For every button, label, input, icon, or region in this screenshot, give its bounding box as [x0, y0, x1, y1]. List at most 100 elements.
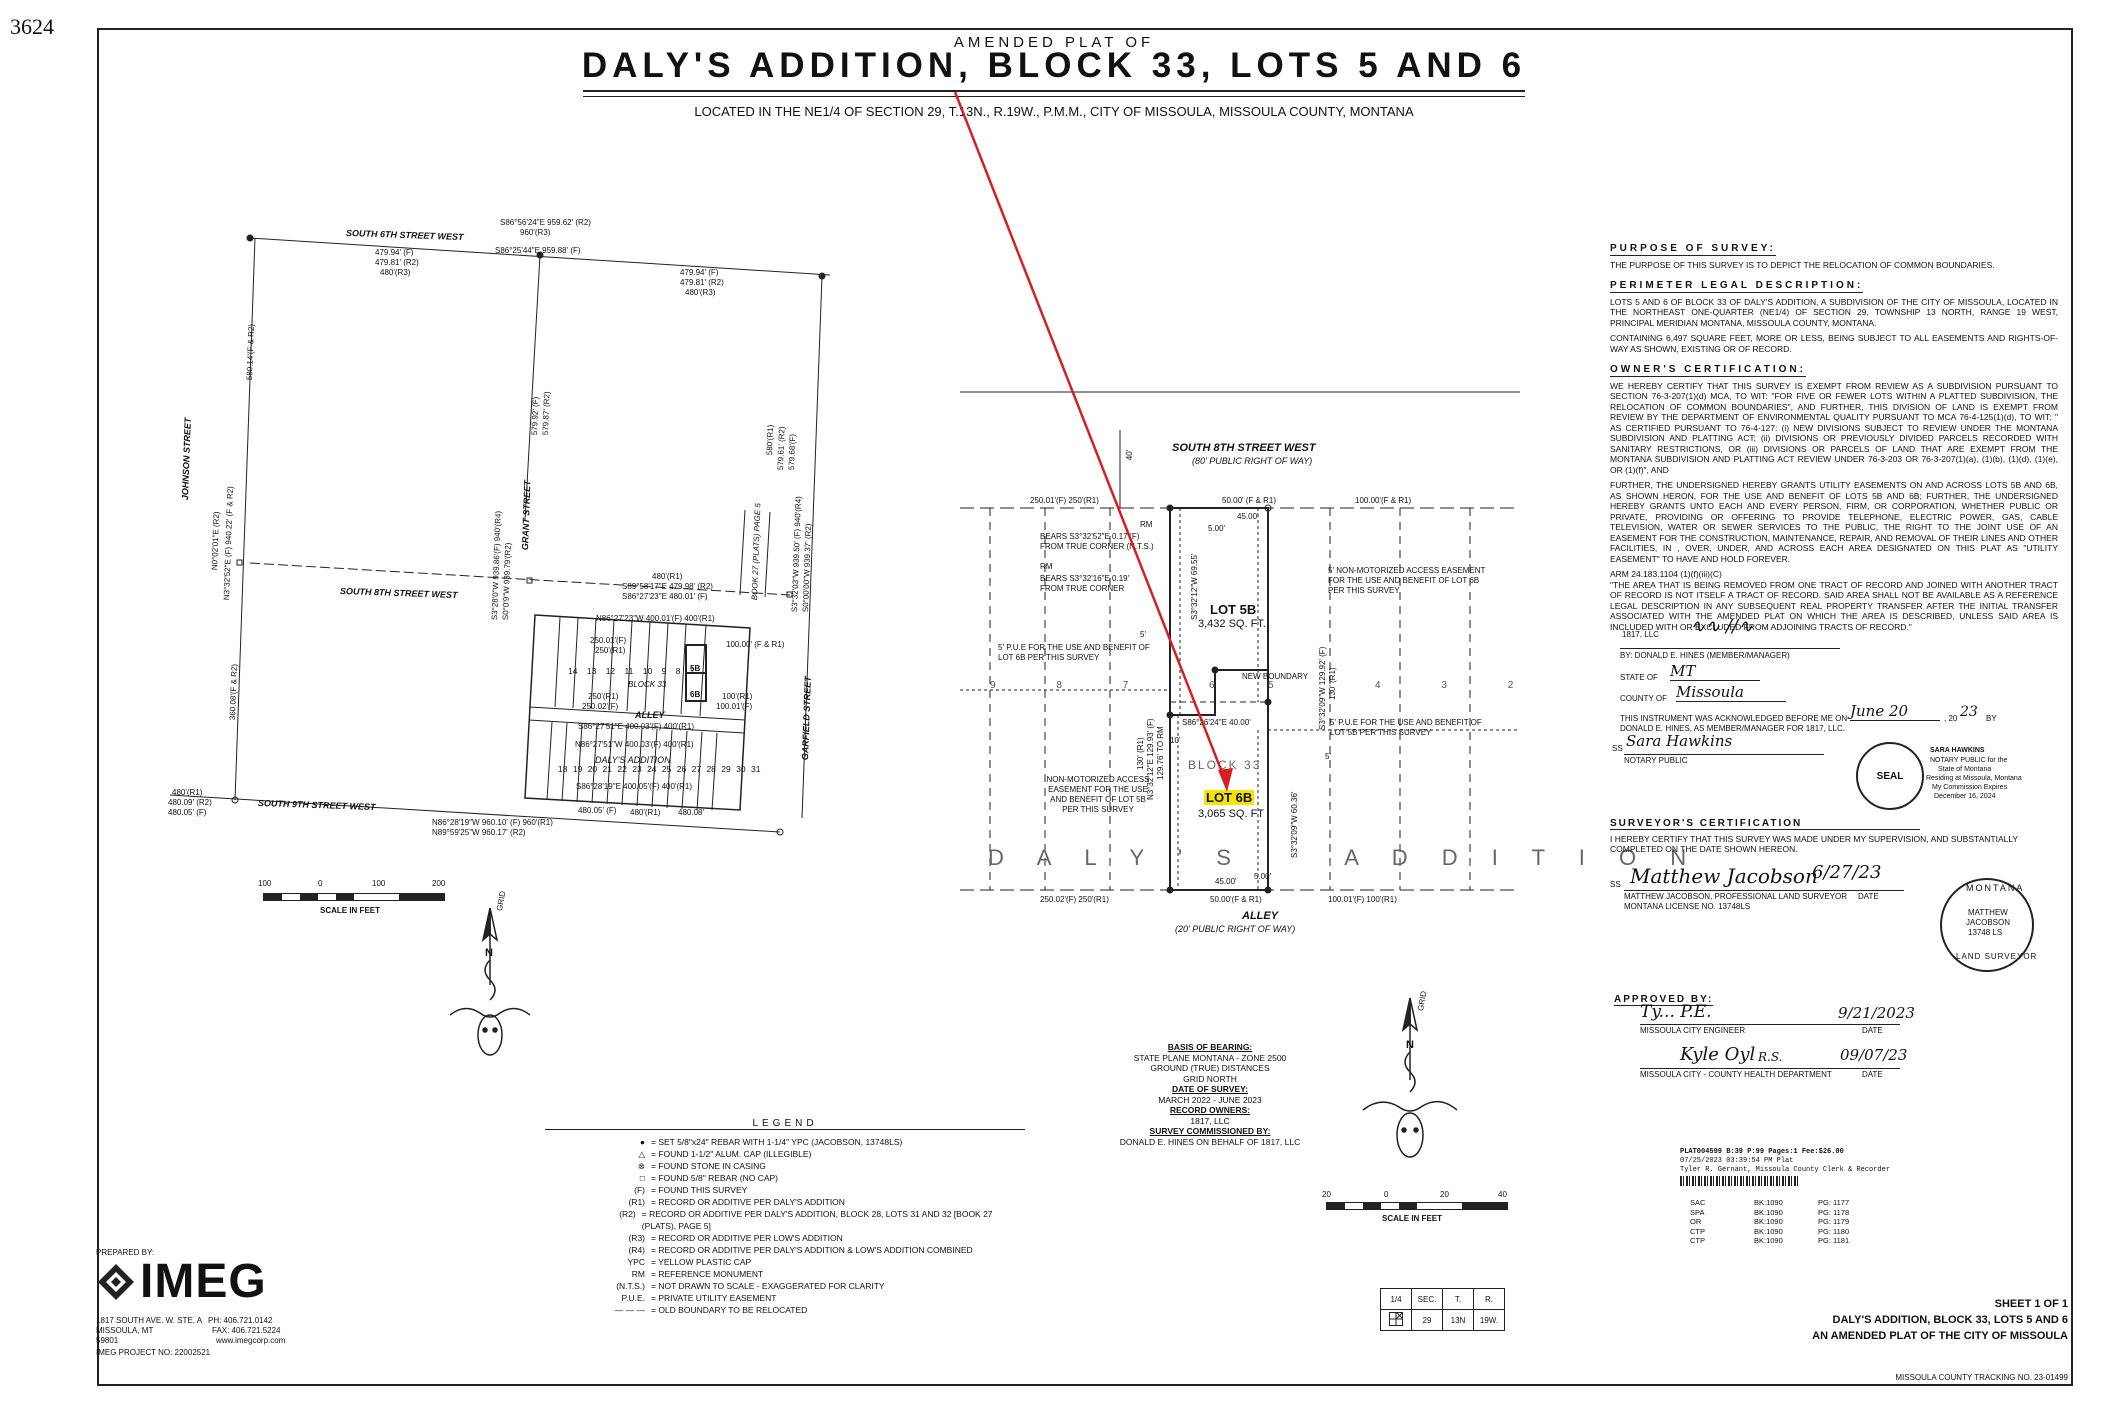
recording-l3: Tyler R. Gernant, Missoula County Clerk …	[1680, 1166, 1891, 1174]
dim-grant-a: 579.92' (F)	[530, 396, 541, 436]
dim-top-mid: 50.00' (F & R1)	[1222, 496, 1276, 505]
scale2-t1: 0	[1384, 1190, 1389, 1199]
health-sig-suffix: R.S.	[1758, 1050, 1783, 1064]
dim-bot-mid2: 45.00'	[1215, 877, 1237, 886]
rm2-text1: BEARS S3°32'16"E 0.19'	[1040, 574, 1130, 583]
perimeter-heading: PERIMETER LEGAL DESCRIPTION:	[1610, 280, 1864, 293]
imeg-logo: IMEG	[140, 1255, 267, 1308]
seal-l4: My Commission Expires	[1932, 784, 2008, 791]
owner-text1: WE HEREBY CERTIFY THAT THIS SURVEY IS EX…	[1610, 380, 2058, 475]
block33-watermark: BLOCK 33	[1188, 758, 1262, 772]
scale-bar-1	[263, 885, 445, 901]
dim-grant-b: 579.87' (R2)	[541, 391, 552, 436]
dim-blk-25002: 250.02'(F)	[582, 702, 619, 711]
ack-year-prefix: , 20	[1944, 714, 1958, 723]
preparer-addr3: 59801	[96, 1336, 119, 1345]
scale1-t1: 0	[318, 879, 323, 888]
bearing-w1: 130' (R1)	[1136, 737, 1145, 770]
notary-ss: SS	[1612, 744, 1623, 753]
engineer-signature: Ty... P.E.	[1640, 1002, 1712, 1022]
scale1-label: SCALE IN FEET	[320, 906, 381, 915]
alley-detail: ALLEY	[1242, 910, 1279, 922]
dim-top2: 960'(R3)	[520, 228, 551, 237]
seal-l5: December 16, 2024	[1934, 793, 1996, 800]
dim-blk-100f: 100.00' (F & R1)	[726, 640, 785, 649]
state-label: STATE OF	[1620, 673, 1658, 682]
bearing-w3: 129.76' TO RM	[1156, 726, 1165, 780]
preparer-project: IMEG PROJECT NO: 22002521	[96, 1348, 211, 1357]
dim-johnson-b: N0°02'01"E (R2)	[210, 511, 222, 571]
title-rule	[583, 90, 1525, 92]
surveyor-text: I HEREBY CERTIFY THAT THIS SURVEY WAS MA…	[1610, 834, 2018, 854]
owner-heading: OWNER'S CERTIFICATION:	[1610, 364, 1806, 377]
dim-top-right: 100.00'(F & R1)	[1355, 496, 1412, 505]
preparer-ph: PH: 406.721.0142	[208, 1316, 273, 1325]
sheet-info: SHEET 1 OF 1 DALY'S ADDITION, BLOCK 33, …	[1812, 1298, 2068, 1342]
surveyor-signature: Matthew Jacobson	[1630, 864, 1818, 888]
scale1-t0: 100	[258, 879, 272, 888]
dim-blk-top: N86°27'23"W 400.01'(F) 400'(R1)	[596, 614, 715, 623]
dim-bot-48005: 480.05' (F)	[578, 806, 617, 815]
quarter-grid-icon	[1380, 1309, 1412, 1331]
lot-numbers-bottom: 18 19 20 21 22 23 24 25 26 27 28 29 30 3…	[558, 764, 761, 774]
preparer-fax: FAX: 406.721.5224	[212, 1326, 281, 1335]
dim-10: 10'	[1170, 736, 1181, 745]
owner-text2: FURTHER, THE UNDERSIGNED HEREBY GRANTS U…	[1610, 480, 2058, 564]
dim-top1: S86°56'24"E 959.62' (R2)	[500, 218, 591, 227]
garfield-line	[801, 275, 823, 819]
pue-5b-note: 5' P.U.E FOR THE USE AND BENEFIT OF LOT …	[998, 643, 1150, 662]
dim-500b: 5.00'	[1254, 872, 1272, 881]
surveyor-seal-lic: 13748 LS	[1968, 928, 2003, 937]
scale1-t3: 200	[432, 879, 446, 888]
dim-alley2: N86°27'51"W 400.03'(F) 400'(R1)	[575, 740, 694, 749]
engineer-sig-line	[1640, 1024, 1900, 1025]
recording-l1: PLAT004599 B:39 P:99 Pages:1 Fee:$26.00	[1680, 1148, 1844, 1156]
detail-lot-6: 6	[1209, 680, 1215, 691]
scale2-t0: 20	[1322, 1190, 1331, 1199]
seal-l3: Residing at Missoula, Montana	[1926, 775, 2022, 782]
pue-6b-note: 5' P.U.E FOR THE USE AND BENEFIT OF LOT …	[1330, 718, 1482, 737]
dim-5b: 5'	[1325, 752, 1331, 761]
purpose-heading: PURPOSE OF SURVEY:	[1610, 243, 1776, 256]
title-amended: AMENDED PLAT OF	[953, 34, 1155, 51]
bearing-e1: S3°32'09"W 129.92' (F)	[1318, 646, 1327, 730]
lot-6b-area: 3,065 SQ. FT	[1198, 808, 1265, 820]
detail-lot-5: 5	[1268, 680, 1274, 691]
tracking-number: MISSOULA COUNTY TRACKING NO. 23-01499	[1895, 1373, 2068, 1382]
dim-blk-250r: 250'(R1)	[595, 646, 626, 655]
surveyor-heading: SURVEYOR'S CERTIFICATION	[1610, 818, 1920, 830]
state-value: MT	[1670, 662, 1760, 681]
seal-name: SARA HAWKINS	[1930, 747, 1985, 754]
rm2-label: RM	[1040, 562, 1053, 571]
dim-blk-10001: 100.01'(F)	[716, 702, 753, 711]
approved-heading: APPROVED BY:	[1614, 994, 1714, 1006]
new-boundary-label: NEW BOUNDARY	[1242, 672, 1309, 681]
surveyor-name: MATTHEW JACOBSON, PROFESSIONAL LAND SURV…	[1624, 892, 1847, 901]
seal-l1: NOTARY PUBLIC for the	[1930, 757, 2008, 764]
detail-lot-numbers-right: 4 3 2	[1375, 680, 1514, 691]
certifications-column: PURPOSE OF SURVEY: THE PURPOSE OF THIS S…	[1610, 238, 2058, 637]
dim-johnson-d: 360.08'(F & R2)	[228, 663, 239, 721]
notary-sig-line	[1624, 754, 1824, 755]
surveyor-seal	[1940, 878, 2034, 972]
dim-s9-c: 480.05' (F)	[168, 808, 207, 817]
preparer-addr2: MISSOULA, MT	[96, 1326, 154, 1335]
dim-top-mid2: 45.00'	[1237, 512, 1259, 521]
dim-tr-r3: 480'(R3)	[685, 288, 716, 297]
north-arrow-2	[1362, 997, 1458, 1158]
dim-s9-e: N89°59'25"W 960.17' (R2)	[432, 828, 526, 837]
dim-40: 40'	[1125, 449, 1135, 461]
owner-llc: 1817, LLC	[1622, 630, 1659, 639]
lot-numbers-top: 14 13 12 11 10 9 8 7	[568, 666, 695, 676]
alley-label: ALLEY	[635, 710, 665, 720]
lot-5b-small: 5B	[690, 664, 701, 673]
lot-6b-small: 6B	[690, 690, 701, 699]
owner-signature: ∿∿ ∕∕∿	[1690, 616, 1754, 637]
dim-bot-48008: 480.08'	[678, 808, 704, 817]
rm1-text2: FROM TRUE CORNER (N.T.S.)	[1040, 542, 1154, 551]
perimeter-text2: CONTAINING 6,497 SQUARE FEET, MORE OR LE…	[1610, 333, 2058, 354]
owner-arm: ARM 24.183.1104 (1)(f)(iii)(C)	[1610, 569, 1722, 579]
dim-garf-a: 580'(R1)	[765, 424, 776, 456]
dim-alley1: S86°27'51"E 400.03'(F) 400'(R1)	[578, 722, 695, 731]
